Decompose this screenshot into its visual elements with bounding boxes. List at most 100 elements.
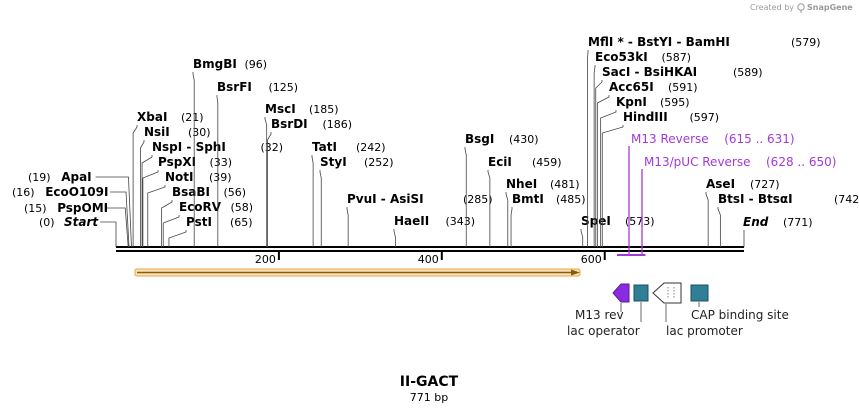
enzyme-eco53ki[interactable]: Eco53kI(587) [593,50,691,247]
enzyme-haeii[interactable]: HaeII(343) [393,214,476,247]
enzyme-position: (185) [309,103,339,116]
enzyme-leader [192,72,195,247]
enzyme-bsgi[interactable]: BsgI (430) [464,132,539,247]
enzyme-ecii[interactable]: EciI(459) [487,155,562,247]
end-label: End [743,215,769,229]
enzyme-position: (39) [209,171,232,184]
enzyme-leader [393,229,396,247]
enzyme-leader [110,191,130,248]
enzyme-bsrfi[interactable]: BsrFI(125) [216,80,298,247]
enzyme-psti[interactable]: PstI(65) [168,215,253,247]
enzyme-name: NsiI [144,125,170,139]
feature-lac-operator[interactable]: lac operator [567,284,649,338]
enzyme-position: (573) [625,215,655,228]
enzyme-mfli-bstyi-bamhi[interactable]: MflI * - BstYI - BamHI (579) [587,35,821,247]
enzyme-nsii[interactable]: NsiI(30) [140,125,211,247]
primer-m13-reverse[interactable]: M13 Reverse(615 .. 631) [616,132,795,256]
primer-name: M13/pUC Reverse [644,155,751,169]
enzyme-spei[interactable]: SpeI(573) [580,214,655,247]
enzyme-styi[interactable]: StyI (252) [319,155,394,247]
enzyme-saci-bsihkai[interactable]: SacI - BsiHKAI(589) [595,65,763,247]
enzyme-leader [267,132,272,247]
enzyme-position: (252) [364,156,394,169]
enzyme-leader [580,229,584,247]
enzyme-position: (56) [224,186,247,199]
enzyme-name: EciI [488,155,512,169]
enzyme-msci[interactable]: MscI (185) [264,102,339,247]
enzyme-name: KpnI [616,95,647,109]
enzyme-leader [216,95,219,247]
enzyme-leader [487,170,491,247]
enzyme-xbai[interactable]: XbaI(21) [132,110,204,247]
enzyme-btsi-bts-i[interactable]: BtsI - BtsαI(742) [717,192,859,247]
enzyme-apai[interactable]: (19)ApaI [28,170,132,248]
enzyme-ecoo109i[interactable]: (16)EcoO109I [12,185,130,248]
enzyme-leader [464,147,467,247]
start-position: (0) [39,216,55,229]
enzyme-name: StyI [320,155,347,169]
enzyme-position: (430) [509,133,539,146]
enzyme-name: MscI [265,102,296,116]
start-leader [100,221,117,247]
enzyme-kpni[interactable]: KpnI (595) [600,95,690,247]
enzyme-position: (579) [791,36,821,49]
enzyme-leader [141,155,153,247]
enzyme-position: (595) [660,96,690,109]
feature-lac-promoter[interactable]: lac promoter [652,282,743,338]
enzyme-leader [140,140,145,247]
enzyme-position: (343) [446,215,476,228]
enzyme-bmti[interactable]: BmtI(485) [510,192,586,247]
enzyme-leader [319,170,322,247]
enzyme-position: (591) [668,81,698,94]
enzyme-leader [168,230,187,247]
feature-label-cap-binding-site: CAP binding site [691,308,789,322]
orf-arrow-right-icon[interactable] [134,268,581,277]
hollow-arrow-left-icon [652,282,682,304]
enzyme-bsabi[interactable]: BsaBI(56) [161,185,247,247]
feature-label-lac-promoter: lac promoter [666,324,743,338]
enzyme-leader [106,207,129,248]
enzyme-nspi-sphi[interactable]: NspI - SphI (32) [141,140,284,247]
feature-m13-rev[interactable]: M13 rev [575,283,630,322]
enzyme-noti[interactable]: NotI(39) [147,170,232,247]
ruler-tick-label: 200 [255,253,276,266]
enzyme-pvui-asisi[interactable]: PvuI - AsiSI(285) [346,192,493,247]
enzyme-nhei[interactable]: NheI(481) [505,177,580,247]
primer-m13-puc-reverse[interactable]: M13/pUC Reverse (628 .. 650) [627,155,837,256]
enzyme-position: (32) [261,141,284,154]
enzyme-leader [705,192,709,247]
enzyme-leader [505,192,509,247]
end-label-group: End (771) [743,215,813,247]
enzyme-pspxi[interactable]: PspXI(33) [142,155,232,247]
enzyme-position: (186) [323,118,353,131]
feature-label-m13-rev: M13 rev [575,308,624,322]
enzyme-name: MflI * - BstYI - BamHI [588,35,730,49]
enzyme-hindiii[interactable]: HindIII(597) [601,110,719,247]
enzyme-name: NspI - SphI [152,140,226,154]
enzyme-pspomi[interactable]: (15)PspOMI [24,201,129,248]
end-position: (771) [783,216,813,229]
enzyme-bsrdi[interactable]: BsrDI (186) [267,117,353,247]
enzyme-leader [311,155,314,247]
enzyme-acc65i[interactable]: Acc65I(591) [596,80,698,247]
enzyme-name: TatI [312,140,337,154]
enzyme-leader [142,170,159,247]
primer-range: (628 .. 650) [766,155,836,169]
enzyme-name: BsrDI [271,117,308,131]
enzyme-name: BsgI [465,132,494,146]
branding-product: SnapGene [807,3,853,12]
enzyme-name: PvuI - AsiSI [347,192,424,206]
enzyme-name: NheI [506,177,537,191]
branding-prefix: Created by [750,3,794,12]
enzyme-ecorv[interactable]: EcoRV(58) [162,200,253,247]
enzyme-name: EcoO109I [45,185,108,199]
enzyme-bmgbi[interactable]: BmgBI(96) [192,57,267,247]
enzyme-name: SacI - BsiHKAI [602,65,697,79]
enzyme-position: (15) [24,202,47,215]
enzyme-tati[interactable]: TatI(242) [311,140,386,247]
enzyme-asei[interactable]: AseI(727) [705,177,780,247]
enzyme-name: ApaI [61,170,91,184]
feature-cap-binding-site[interactable]: CAP binding site [690,284,789,322]
restriction-sites: (15)PspOMI(16)EcoO109I(19)ApaIXbaI(21)Ns… [12,35,859,248]
